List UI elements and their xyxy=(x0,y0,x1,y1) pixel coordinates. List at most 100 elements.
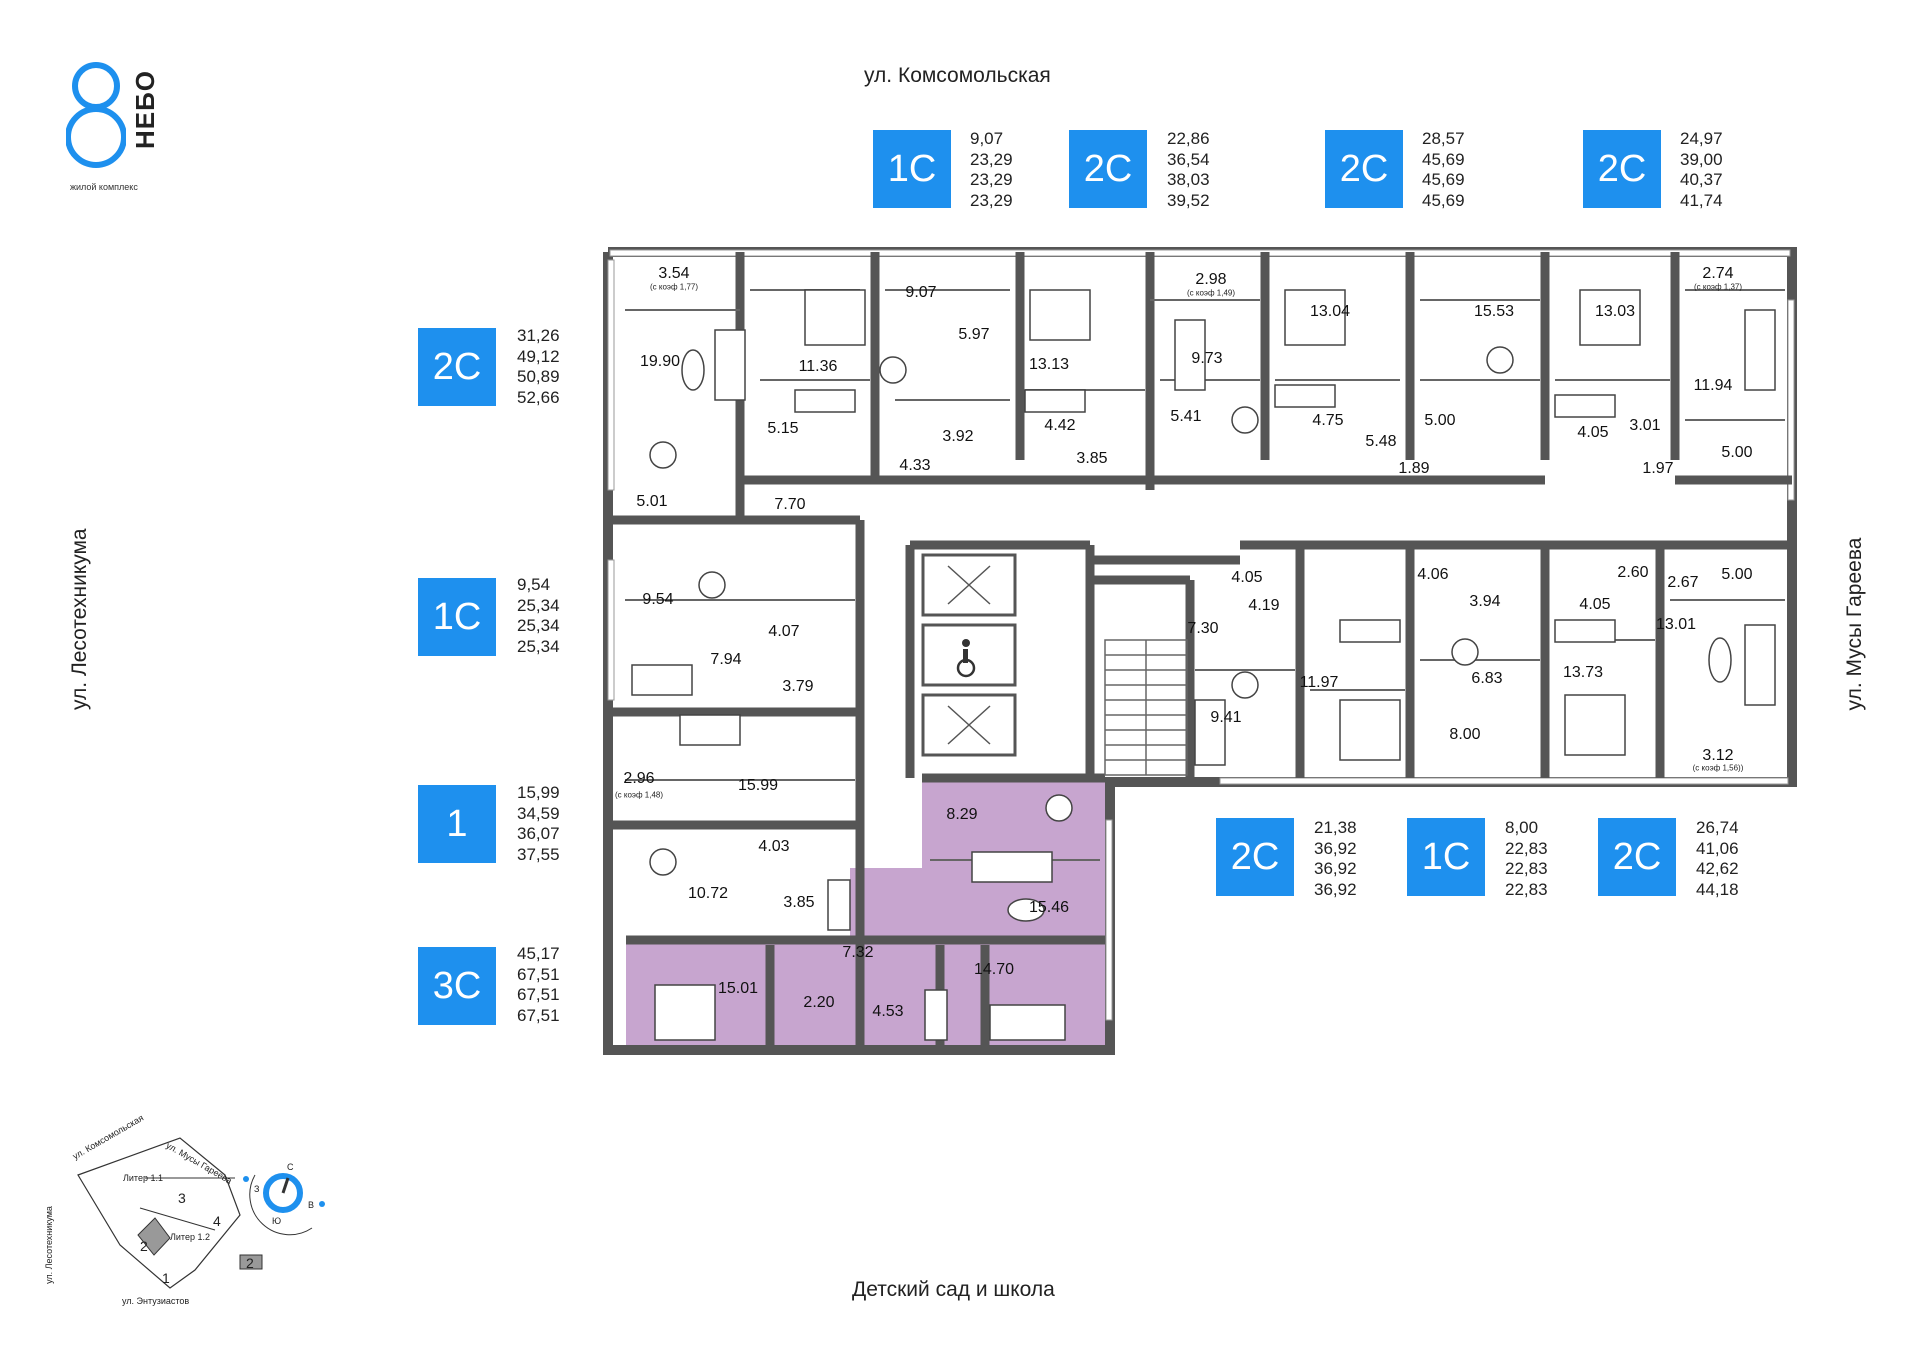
room-area: 3.01 xyxy=(1629,417,1661,434)
room-area: 5.41 xyxy=(1170,408,1202,425)
compass-south: Ю xyxy=(272,1216,282,1226)
legend-badge: 2С xyxy=(1598,818,1676,896)
interior-walls xyxy=(608,252,1792,1048)
room-area: 7.32 xyxy=(842,944,874,961)
room-area: 5.00 xyxy=(1721,444,1753,461)
room-area: 9.73 xyxy=(1191,350,1223,367)
room-area: 5.48 xyxy=(1365,433,1397,450)
area-coefficient: (с коэф 1,56)) xyxy=(1692,763,1744,773)
room-area: 4.06 xyxy=(1417,566,1449,583)
bed-icon xyxy=(654,289,1641,1041)
room-area: 3.92 xyxy=(942,428,974,445)
room-area: 14.70 xyxy=(973,961,1015,978)
room-area: 1.97 xyxy=(1642,460,1674,477)
room-area: 3.85 xyxy=(783,894,815,911)
stairs-icon xyxy=(1104,639,1188,776)
legend-badge: 3С xyxy=(418,947,496,1025)
dining-table-icon xyxy=(649,346,1514,876)
room-area: 15.99 xyxy=(737,777,779,794)
oval-table-icon xyxy=(681,349,1732,922)
legend-badge: 2С xyxy=(418,328,496,406)
room-area: 4.75 xyxy=(1312,412,1344,429)
legend-badge: 1С xyxy=(1407,818,1485,896)
room-area: 5.01 xyxy=(636,493,668,510)
room-area: 9.41 xyxy=(1210,709,1242,726)
room-area: 13.03 xyxy=(1594,303,1636,320)
minimap-street: ул. Лесотехникума xyxy=(43,1206,54,1284)
room-area: 11.97 xyxy=(1299,674,1339,691)
minimap-number: 4 xyxy=(213,1213,221,1229)
room-area: 7.30 xyxy=(1187,620,1219,637)
room-area: 8.00 xyxy=(1449,726,1481,743)
room-area: 9.54 xyxy=(642,591,674,608)
logo: НЕБО жилой комплекс xyxy=(66,60,176,200)
logo-subtitle: жилой комплекс xyxy=(70,182,138,192)
street-top: ул. Комсомольская xyxy=(864,64,1051,87)
legend-badge: 2С xyxy=(1216,818,1294,896)
minimap-number: 3 xyxy=(178,1190,186,1206)
room-area: 7.70 xyxy=(774,496,806,513)
minimap-building: Литер 1.1 xyxy=(123,1173,163,1183)
room-area: 13.73 xyxy=(1562,664,1604,681)
room-area: 2.96 xyxy=(623,770,655,787)
room-area: 19.90 xyxy=(639,353,681,370)
room-area: 5.15 xyxy=(767,420,799,437)
windows xyxy=(607,249,1795,1021)
legend-badge: 2С xyxy=(1583,130,1661,208)
accessibility-icon xyxy=(956,639,976,678)
room-area: 2.60 xyxy=(1617,564,1649,581)
elevator-crosses xyxy=(947,565,991,745)
street-bottom: Детский сад и школа xyxy=(852,1278,1055,1301)
area-coefficient: (с коэф 1,48) xyxy=(614,790,664,800)
room-area: 2.74 xyxy=(1702,265,1734,282)
room-area: 2.67 xyxy=(1667,574,1699,591)
area-coefficient: (с коэф 1,49) xyxy=(1186,288,1236,298)
compass-east: В xyxy=(308,1200,315,1210)
area-coefficient: (с коэф 1,77) xyxy=(649,282,699,292)
building-outline xyxy=(603,247,1797,1055)
room-area: 3.79 xyxy=(782,678,814,695)
room-area: 7.94 xyxy=(710,651,742,668)
room-area: 1.89 xyxy=(1398,460,1430,477)
room-area: 3.85 xyxy=(1076,450,1108,467)
room-area: 4.05 xyxy=(1577,424,1609,441)
room-area: 4.07 xyxy=(768,623,800,640)
room-area: 3.94 xyxy=(1469,593,1501,610)
room-area: 3.12 xyxy=(1702,747,1734,764)
room-area: 11.36 xyxy=(798,358,838,375)
room-area: 15.46 xyxy=(1028,899,1070,916)
area-coefficient: (с коэф 1,37) xyxy=(1693,282,1743,292)
room-area: 4.03 xyxy=(758,838,790,855)
room-area: 3.54 xyxy=(658,265,690,282)
room-area: 4.05 xyxy=(1579,596,1611,613)
room-area: 5.00 xyxy=(1721,566,1753,583)
room-area: 4.19 xyxy=(1248,597,1280,614)
room-area: 15.53 xyxy=(1473,303,1515,320)
compass-west: З xyxy=(254,1184,260,1194)
room-area: 13.04 xyxy=(1309,303,1351,320)
legend-badge: 1С xyxy=(418,578,496,656)
compass-north: С xyxy=(287,1162,294,1172)
room-area: 8.29 xyxy=(946,806,978,823)
room-area: 13.01 xyxy=(1655,616,1697,633)
room-area: 15.01 xyxy=(717,980,759,997)
site-minimap: ул. Комсомольская ул. Мусы Гареева ул. Л… xyxy=(44,1113,360,1310)
minimap-building: Литер 1.2 xyxy=(170,1232,210,1242)
legend-badge: 1С xyxy=(873,130,951,208)
sofa-icon xyxy=(631,309,1776,1041)
room-area: 11.94 xyxy=(1693,377,1733,394)
legend-badge: 2С xyxy=(1325,130,1403,208)
minimap-street: ул. Энтузиастов xyxy=(122,1296,190,1306)
room-area: 2.20 xyxy=(803,994,835,1011)
